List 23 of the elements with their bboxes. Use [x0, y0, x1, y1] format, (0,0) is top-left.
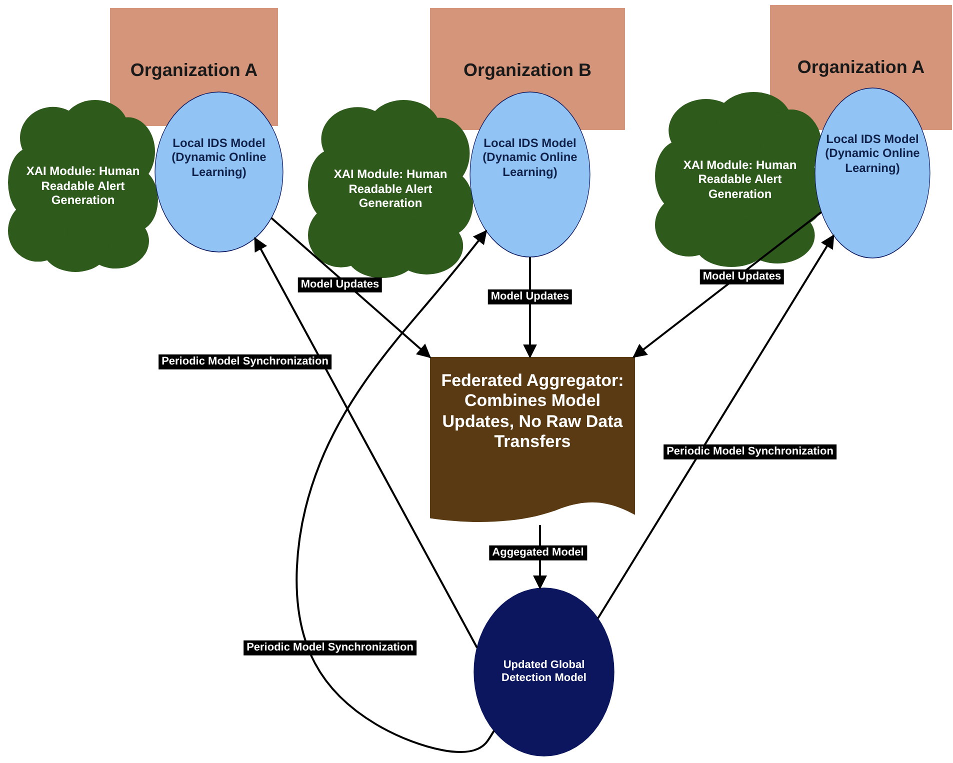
node-label: XAI Module: Human Readable Alert Generation — [25, 164, 141, 208]
node-label: Organization A — [796, 57, 926, 79]
node-label: Local IDS Model (Dynamic Online Learning) — [824, 132, 921, 176]
node-label: Local IDS Model (Dynamic Online Learning) — [170, 136, 268, 180]
arrow — [296, 230, 495, 753]
arrow — [270, 217, 432, 358]
arrow — [597, 234, 834, 619]
edge-label: Model Updates — [298, 277, 382, 293]
node-label: Organization A — [129, 60, 259, 82]
node-label: XAI Module: Human Readable Alert Generation — [682, 158, 798, 202]
edge-label: Model Updates — [488, 289, 572, 305]
edge-label: Periodic Model Synchronization — [158, 354, 332, 370]
node-label: Local IDS Model (Dynamic Online Learning) — [482, 136, 578, 180]
node-label: Updated Global Detection Model — [500, 658, 588, 686]
arrow — [632, 211, 822, 358]
edge-label: Model Updates — [700, 269, 784, 285]
edge-label: Periodic Model Synchronization — [244, 640, 416, 656]
node-label: Federated Aggregator: Combines Model Updates, No Raw Data Transfers — [440, 371, 625, 453]
node-label: Organization B — [462, 60, 592, 82]
node-label: XAI Module: Human Readable Alert Generation — [332, 167, 448, 211]
arrow — [254, 236, 478, 648]
edge-label: Aggegated Model — [489, 545, 587, 561]
edge-label: Periodic Model Synchronization — [664, 444, 836, 460]
